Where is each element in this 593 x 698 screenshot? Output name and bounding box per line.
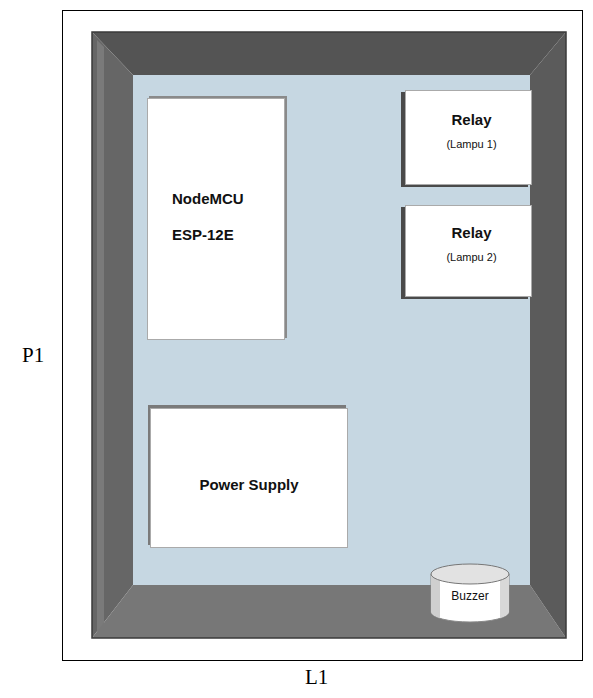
buzzer-cylinder: Buzzer [428,562,512,624]
dimension-label: P1 [22,343,44,368]
component-label: Relay [451,109,491,131]
housing-right [530,32,566,638]
component-box: Power Supply [150,408,348,548]
component-box: Relay (Lampu 2) [405,205,532,297]
housing-top [92,32,566,75]
outer-outline [63,11,583,661]
component-label: Relay [451,222,491,244]
component-box: NodeMCU ESP-12E [147,98,285,340]
component-box: Relay (Lampu 1) [405,90,532,185]
component-sublabel: (Lampu 1) [446,135,496,153]
component-label: Buzzer [451,588,488,604]
housing-left [92,32,133,638]
component-sublabel: (Lampu 2) [446,248,496,266]
housing-edge [92,32,566,638]
component-label: NodeMCU ESP-12E [172,181,267,253]
housing-left-bevel [97,40,104,632]
component-label: Power Supply [199,475,298,495]
dimension-label: L1 [305,665,328,690]
